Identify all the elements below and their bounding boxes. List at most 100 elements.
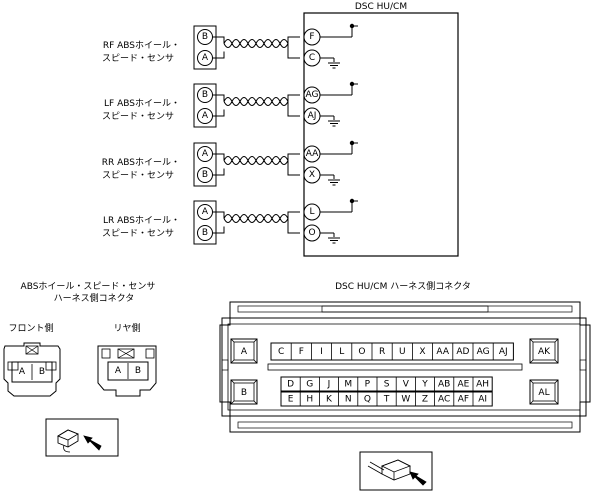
pin-cell-w: W [401,395,410,405]
module-pin-al: AL [529,379,559,405]
pin-cell-s: S [384,380,390,390]
rear-sensor-connector: A B [97,345,157,397]
ground-icon [328,62,340,69]
pin-cell-n: N [345,395,352,405]
pin-cell-x: X [419,347,425,357]
pin-cell-i: I [320,347,323,357]
pin-cell-ag: AG [477,347,490,357]
pin-cell-f: F [299,347,304,357]
module-pin-label: AA [306,149,319,159]
module-pin-ak-label: AK [538,347,551,357]
sensor-circuits: RF ABSホイール・スピード・センサ B A F C LF ABSホイール・スピード・セ… [102,23,358,245]
pin-cell-ah: AH [476,380,489,390]
module-title: DSC HU/CM [355,2,407,12]
pin-cell-t: T [383,395,390,405]
pin-cell-ab: AB [438,380,450,390]
pin-cell-g: G [306,380,313,390]
sensor-pin [197,225,213,241]
sensor-pin-label: B [202,228,208,238]
module-connector-view-arrow-icon [359,451,433,491]
module-pin-a-label: A [241,347,248,357]
module-pin-b: B [230,379,258,405]
module-pin-label: F [309,32,314,42]
module-pin-label: C [309,53,315,63]
module-pin-b-label: B [241,388,247,398]
module-pin-a: A [230,338,258,364]
pin-cell-p: P [365,380,371,390]
pin-cell-aa: AA [436,347,449,357]
pin-cell-j: J [327,380,331,390]
sensor-connector-box [193,25,217,70]
connector-view-arrow-icon [45,418,119,457]
pin-cell-u: U [399,347,406,357]
module-box [303,12,459,257]
module-pin-al-label: AL [538,388,549,398]
sensor-connector-box [193,83,217,128]
sensor-connector-title: ABSホイール・スピード・センサ [21,281,156,292]
sensor-pin [197,204,213,220]
module-connector-section: DSC HU/CM ハーネス側コネクタ A B [219,280,591,433]
sensor-pin-label: A [202,207,209,217]
rear-side-label: リヤ側 [113,322,140,334]
front-sensor-connector: A B [3,342,61,397]
pin-cell-e: E [288,395,294,405]
sensor-pin-label: B [202,90,208,100]
sensor-label-line1: LF ABSホイール・ [104,98,180,109]
pin-cell-aj: AJ [499,347,508,357]
pin-cell-y: Y [421,380,428,390]
pin-cell-d: D [287,380,294,390]
sensor-pin [197,146,213,162]
module-pin-label: AJ [308,111,317,121]
pin-cell-h: H [306,395,313,405]
pin-cell-ad: AD [456,347,469,357]
sensor-label-line1: LR ABSホイール・ [103,215,180,226]
ground-icon [328,179,340,186]
pin-cell-af: AF [458,395,469,405]
pin-cell-z: Z [422,395,428,405]
pin-cell-r: R [379,347,385,357]
sensor-pin-label: B [202,170,208,180]
sensor-pin [197,50,213,66]
pin-cell-o: O [358,347,365,357]
sensor-label-line2: スピード・センサ [102,228,174,239]
module-pin-label: X [309,170,315,180]
sensor-connector-box [193,200,217,245]
rear-pin-b: B [135,366,141,376]
module-connector-housing [219,301,591,433]
rear-pin-a: A [115,366,122,376]
sensor-pin [197,29,213,45]
ground-icon [328,120,340,127]
sensor-pin [197,167,213,183]
sensor-connector-box [193,142,217,187]
pin-cell-l: L [339,347,344,357]
sensor-pin [197,108,213,124]
front-side-label: フロント側 [8,322,53,334]
module-pin-ak: AK [529,338,559,364]
sensor-pin-label: A [202,149,209,159]
pin-cell-ai: AI [478,395,487,405]
module-connector-title: DSC HU/CM ハーネス側コネクタ [335,280,471,292]
sensor-label-line2: スピード・センサ [102,170,174,181]
sensor-pin [197,87,213,103]
sensor-label-line2: スピード・センサ [102,53,174,64]
module-connector-latch-bar [267,363,523,371]
pin-cell-ac: AC [438,395,450,405]
module-pin-label: O [308,228,315,238]
sensor-pin-label: B [202,32,208,42]
module-pin-label: AG [306,90,319,100]
pin-cell-k: K [326,395,333,405]
front-pin-b: B [39,367,45,377]
front-pin-a: A [19,367,26,377]
sensor-label-line1: RF ABSホイール・ [103,40,180,51]
sensor-pin-label: A [202,111,209,121]
sensor-connector-subtitle: ハーネス側コネクタ [54,292,135,304]
pin-cell-v: V [403,380,410,390]
